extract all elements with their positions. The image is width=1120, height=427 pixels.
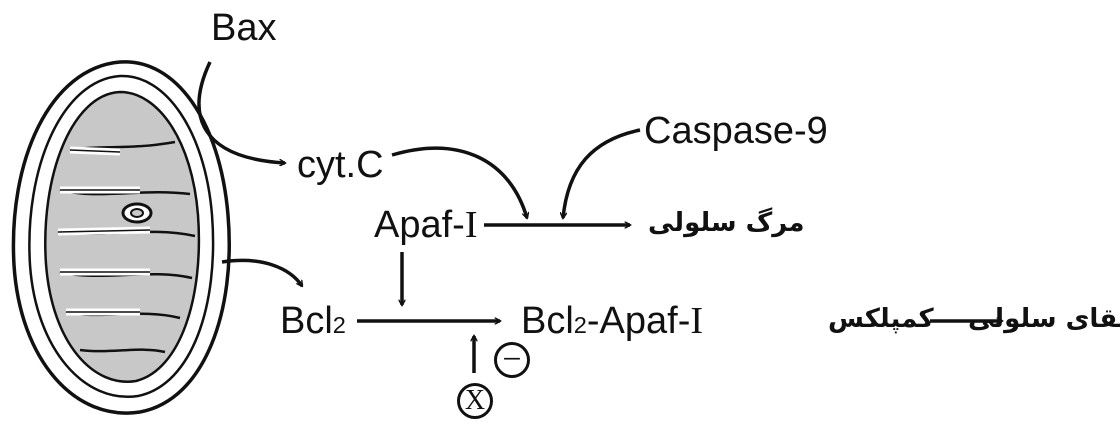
arrow-mito-to-bcl2 (221, 258, 304, 286)
arrow-caspase9-to-death (563, 128, 641, 218)
bcl2-subscript: 2 (332, 312, 346, 338)
node-bcl2-apaf1-complex: Bcl2-Apaf-I (521, 302, 703, 340)
node-cell-death: مرگ سلولی (648, 208, 805, 238)
node-bcl2: Bcl2 (280, 302, 346, 340)
apaf-prefix: Apaf- (374, 204, 465, 246)
node-cell-survival: بقای سلولی (968, 304, 1120, 334)
node-complex-label: کمپلکس (828, 304, 934, 334)
complex-bcl: Bcl (521, 300, 574, 342)
complex-rest: -Apaf- (586, 300, 691, 342)
mitochondrion-icon (11, 60, 231, 415)
complex-subscript: 2 (573, 312, 587, 338)
node-apaf1: Apaf-I (374, 206, 477, 244)
apaf-numeral: I (464, 204, 478, 246)
inhibitor-x-icon: X (457, 383, 493, 419)
node-caspase9: Caspase-9 (644, 110, 828, 152)
node-cytc: cyt.C (297, 144, 384, 186)
complex-numeral: I (690, 300, 704, 342)
arrow-cytc-to-death (391, 146, 527, 218)
inhibition-minus-icon: − (494, 341, 530, 378)
bcl2-base: Bcl (280, 300, 333, 342)
node-bax: Bax (211, 7, 277, 49)
arrow-bax-to-cytc (197, 61, 285, 163)
